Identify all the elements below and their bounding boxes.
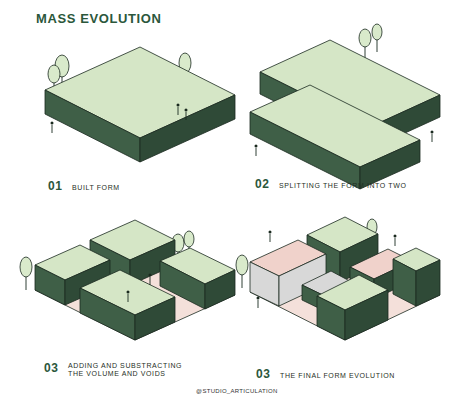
- diagram-title: MASS EVOLUTION: [36, 12, 161, 27]
- person: [127, 274, 152, 303]
- mass-block: [393, 248, 440, 306]
- person: [257, 231, 397, 309]
- built-form-block: [45, 47, 235, 162]
- step-number: 01: [48, 180, 62, 194]
- step-caption: BUILT FORM: [72, 184, 120, 192]
- step-caption: SPLITTING THE FORM INTO TWO: [279, 182, 406, 190]
- watermark: @STUDIO_ARTICULATION: [196, 388, 278, 395]
- step-caption: THE FINAL FORM EVOLUTION: [280, 372, 395, 380]
- step-number: 03: [44, 362, 58, 376]
- mass-block: [317, 275, 388, 340]
- step-number: 02: [255, 178, 269, 192]
- person: [51, 104, 188, 134]
- step-number: 03: [256, 368, 270, 382]
- split-block: [250, 85, 420, 189]
- mass-block: [80, 270, 175, 340]
- person: [255, 131, 434, 157]
- step-caption: ADDING AND SUBSTRACTING THE VOLUME AND V…: [68, 362, 193, 378]
